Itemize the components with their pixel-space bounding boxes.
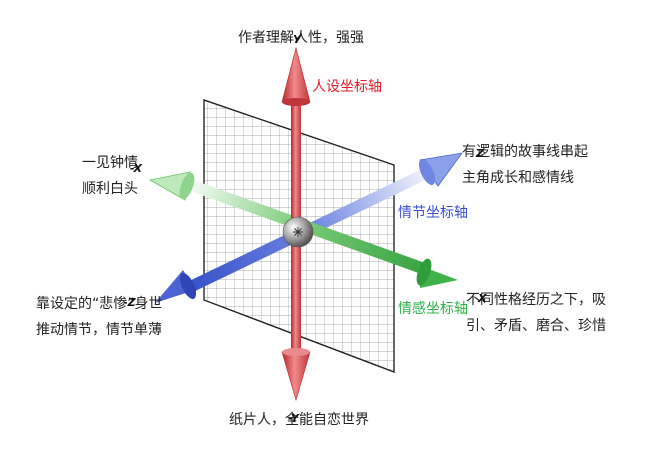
top-end-label: 作者理解人性，强强 <box>238 30 364 46</box>
emotion-opposite-line1: 一见钟情 <box>82 155 138 171</box>
emotion-end-line1: 不同性格经历之下，吸 <box>466 292 606 308</box>
z-tick-label: Z <box>476 147 484 160</box>
x-tick-label: X <box>478 292 487 305</box>
plot-axis-name: 情节坐标轴 <box>398 205 468 221</box>
neg-y-tick-label: -Y <box>288 412 299 425</box>
emotion-axis-name: 情感坐标轴 <box>398 301 468 317</box>
neg-x-tick-label: -X <box>130 162 142 175</box>
origin-mark-icon <box>293 227 303 237</box>
plot-end-line1: 有逻辑的故事线串起 <box>462 144 588 160</box>
emotion-end-line2: 引、矛盾、磨合、珍惜 <box>466 318 606 334</box>
bottom-end-label: 纸片人，全能自恋世界 <box>229 412 369 428</box>
character-axis-name: 人设坐标轴 <box>312 79 382 95</box>
plot-opposite-line2: 推动情节，情节单薄 <box>36 322 162 338</box>
plot-opposite-line1: 靠设定的“悲惨”身世 <box>36 296 163 312</box>
emotion-opposite-line2: 顺利白头 <box>82 181 138 197</box>
plot-end-line2: 主角成长和感情线 <box>462 170 574 186</box>
neg-z-tick-label: -Z <box>123 296 136 309</box>
y-tick-label: Y <box>293 33 301 46</box>
